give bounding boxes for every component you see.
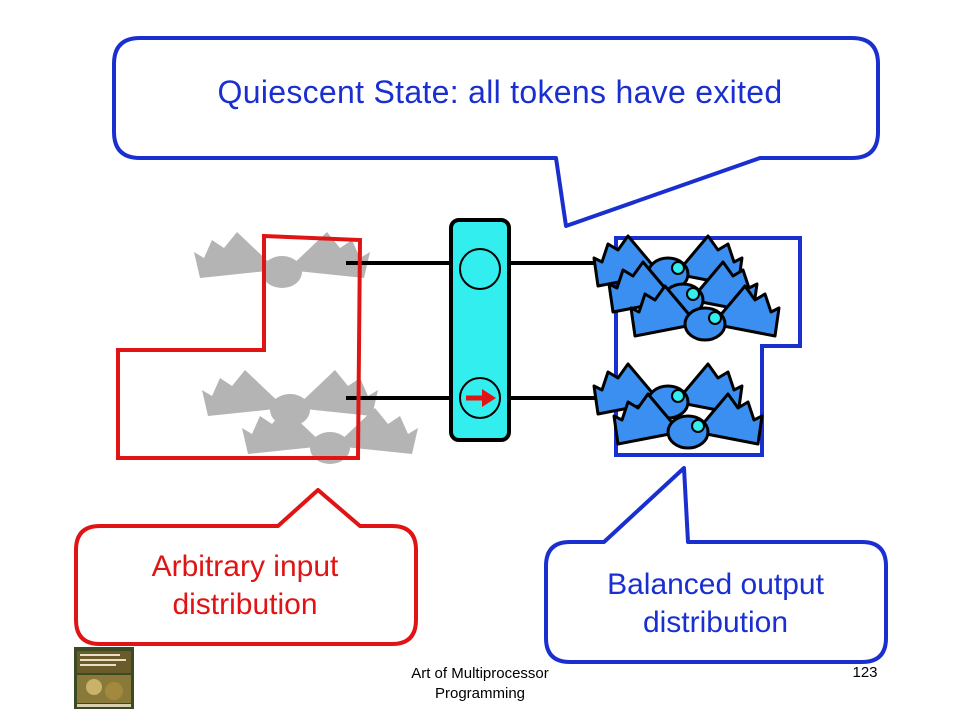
balanced-output-line1: Balanced output — [607, 568, 824, 601]
ghost-token-bottom-2 — [242, 408, 418, 464]
balancer-top-state — [459, 248, 501, 290]
balanced-output-label: Balanced output distribution — [548, 566, 883, 642]
arbitrary-input-label: Arbitrary input distribution — [80, 548, 410, 624]
arbitrary-input-line1: Arbitrary input — [151, 550, 339, 583]
arbitrary-callout-bubble — [74, 488, 418, 646]
quiescent-callout-bubble — [112, 36, 880, 228]
quiescent-state-label: Quiescent State: all tokens have exited — [217, 74, 783, 110]
arbitrary-input-line2: distribution — [172, 588, 318, 621]
input-region-outline — [116, 233, 363, 460]
page-number: 123 — [852, 664, 878, 681]
footer-title-line1: Art of Multiprocessor — [411, 665, 549, 682]
footer-title: Art of Multiprocessor Programming — [380, 664, 580, 704]
balancer-toggle-arrow-icon — [466, 389, 496, 407]
balanced-output-line2: distribution — [642, 606, 789, 639]
book-cover-thumbnail — [74, 647, 134, 709]
balanced-callout-bubble — [544, 466, 888, 664]
output-region-outline — [614, 236, 802, 457]
footer-title-line2: Programming — [434, 685, 526, 702]
